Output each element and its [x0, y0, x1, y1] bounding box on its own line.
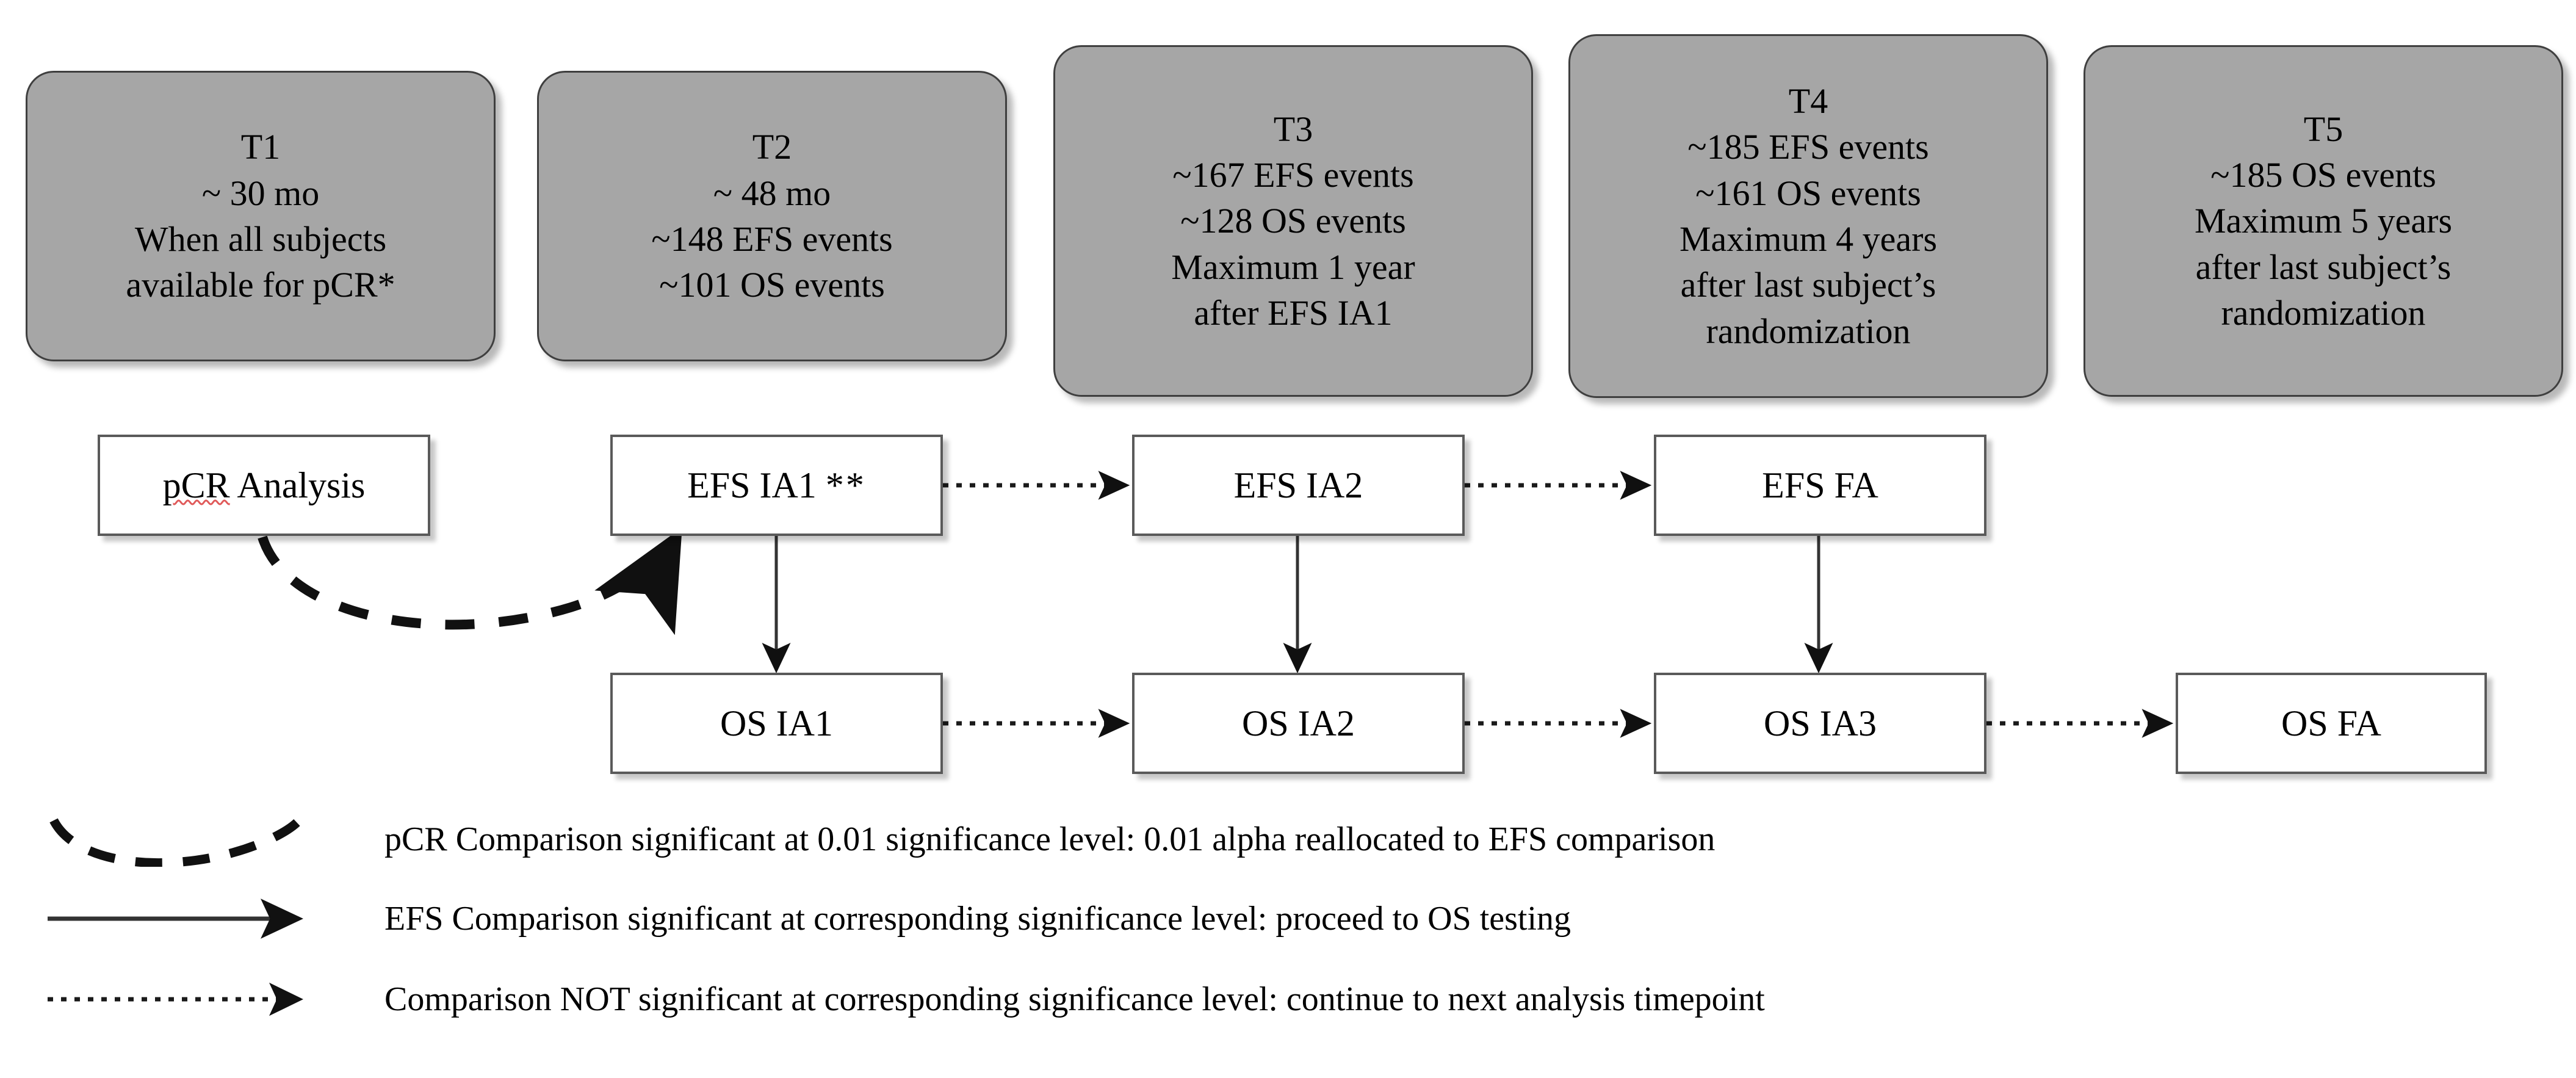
os-ia3-label: OS IA3 — [1763, 703, 1877, 743]
timepoint-t4-line-2: ~161 OS events — [1695, 173, 1921, 213]
timepoint-box-t5[interactable]: T5 ~185 OS events Maximum 5 years after … — [2084, 45, 2563, 397]
pcr-analysis-label-spellchecked: pCR — [162, 465, 230, 505]
os-fa-label: OS FA — [2281, 703, 2381, 743]
analysis-box-os-fa[interactable]: OS FA — [2176, 673, 2487, 774]
efs-ia1-footnote-marker: ** — [825, 465, 866, 505]
analysis-box-efs-ia2[interactable]: EFS IA2 — [1132, 435, 1465, 536]
timepoint-t3-line-2: ~128 OS events — [1180, 201, 1406, 241]
timepoint-t4-line-0: T4 — [1788, 81, 1828, 121]
timepoint-t4-line-5: randomization — [1706, 311, 1911, 351]
legend-dashed-curve-glyph — [43, 812, 384, 868]
efs-fa-label: EFS FA — [1762, 465, 1878, 505]
analysis-box-os-ia2[interactable]: OS IA2 — [1132, 673, 1465, 774]
analysis-box-pcr-analysis[interactable]: pCR Analysis — [98, 435, 430, 536]
legend-solid-arrow-glyph — [43, 891, 384, 946]
timepoint-t1-line-2: When all subjects — [134, 219, 387, 259]
timepoint-t2-line-1: ~ 48 mo — [713, 173, 831, 213]
analysis-box-os-ia1[interactable]: OS IA1 — [610, 673, 943, 774]
legend-dotted-arrow-glyph — [43, 972, 384, 1027]
os-ia1-label: OS IA1 — [720, 703, 833, 743]
timepoint-t1-line-3: available for pCR* — [126, 265, 395, 305]
efs-ia2-label: EFS IA2 — [1233, 465, 1363, 505]
legend-row-solid-arrow: EFS Comparison significant at correspond… — [43, 891, 1571, 946]
legend-row-dashed-curve: pCR Comparison significant at 0.01 signi… — [43, 812, 1716, 868]
timepoint-t1-line-1: ~ 30 mo — [201, 173, 320, 213]
timepoint-t4-line-1: ~185 EFS events — [1687, 127, 1929, 167]
timepoint-t1-line-0: T1 — [240, 127, 281, 167]
legend-dashed-curve-text: pCR Comparison significant at 0.01 signi… — [384, 820, 1716, 858]
legend-solid-arrow-text: EFS Comparison significant at correspond… — [384, 900, 1571, 938]
timepoint-box-t2[interactable]: T2 ~ 48 mo ~148 EFS events ~101 OS event… — [537, 71, 1007, 361]
timepoint-t3-line-4: after EFS IA1 — [1194, 293, 1393, 333]
timepoint-t3-line-0: T3 — [1273, 109, 1313, 149]
timepoint-t3-line-1: ~167 EFS events — [1172, 154, 1414, 195]
timepoint-box-t3[interactable]: T3 ~167 EFS events ~128 OS events Maximu… — [1053, 45, 1533, 397]
analysis-box-efs-ia1[interactable]: EFS IA1 ** — [610, 435, 943, 536]
pcr-analysis-label: pCR Analysis — [163, 465, 366, 507]
timepoint-t4-line-3: Maximum 4 years — [1679, 219, 1938, 259]
timepoint-box-t1[interactable]: T1 ~ 30 mo When all subjects available f… — [26, 71, 496, 361]
timepoint-t5-line-3: after last subject’s — [2195, 247, 2452, 287]
efs-ia1-label: EFS IA1 ** — [687, 465, 866, 507]
timepoint-t5-line-1: ~185 OS events — [2210, 154, 2436, 195]
timepoint-t4-line-4: after last subject’s — [1680, 265, 1936, 305]
timepoint-t5-line-0: T5 — [2303, 109, 2343, 149]
os-ia2-label: OS IA2 — [1241, 703, 1355, 743]
legend-dotted-arrow-text: Comparison NOT significant at correspond… — [384, 980, 1765, 1018]
timepoint-t2-line-2: ~148 EFS events — [651, 219, 893, 259]
analysis-box-efs-fa[interactable]: EFS FA — [1654, 435, 1986, 536]
efs-ia1-label-base: EFS IA1 — [687, 465, 817, 505]
legend-row-dotted-arrow: Comparison NOT significant at correspond… — [43, 972, 1765, 1027]
timepoint-t3-line-3: Maximum 1 year — [1171, 247, 1415, 287]
timepoint-t5-line-4: randomization — [2221, 293, 2426, 333]
analysis-box-os-ia3[interactable]: OS IA3 — [1654, 673, 1986, 774]
timepoint-t5-line-2: Maximum 5 years — [2194, 201, 2453, 241]
timepoint-t2-line-3: ~101 OS events — [659, 265, 885, 305]
pcr-analysis-label-rest: Analysis — [229, 465, 366, 505]
timepoint-t2-line-0: T2 — [752, 127, 792, 167]
timepoint-box-t4[interactable]: T4 ~185 EFS events ~161 OS events Maximu… — [1568, 34, 2048, 398]
edge-pcr-to-efs-ia1 — [258, 527, 682, 635]
